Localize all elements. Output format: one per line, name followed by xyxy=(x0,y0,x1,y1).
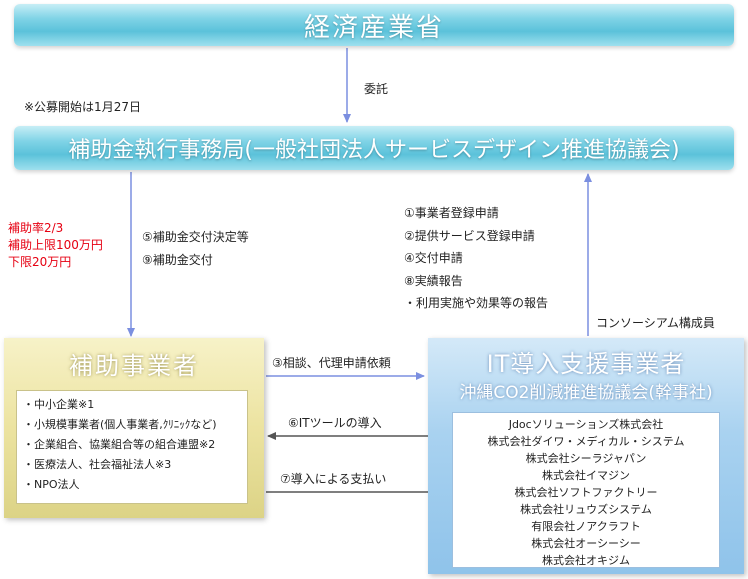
secretariat-to-recipient-labels: ⑤補助金交付決定等 ⑨補助金交付 xyxy=(142,226,249,271)
flow-label-9: ⑨補助金交付 xyxy=(142,252,213,267)
recipient-box: 補助事業者 ・中小企業※1 ・小規模事業者(個人事業者,ｸﾘﾆｯｸなど) ・企業… xyxy=(4,338,264,518)
flow-label-3: ③相談、代理申請依頼 xyxy=(272,356,391,370)
vendor-to-secretariat-labels: ①事業者登録申請 ②提供サービス登録申請 ④交付申請 ⑧実績報告 ・利用実施や効… xyxy=(404,202,548,315)
list-item: ・医療法人、社会福祉法人※3 xyxy=(23,458,172,471)
secretariat-title: 補助金執行事務局(一般社団法人サービスデザイン推進協議会) xyxy=(68,138,680,163)
ministry-title: 経済産業省 xyxy=(303,12,444,43)
ministry-banner: 経済産業省 xyxy=(14,4,734,46)
subsidy-upper-limit: 補助上限100万円 xyxy=(8,238,103,252)
flow-label-6: ⑥ITツールの導入 xyxy=(288,416,382,430)
vendor-title: IT導入支援事業者 xyxy=(486,350,686,378)
flow-label-report: ・利用実施や効果等の報告 xyxy=(404,296,549,310)
list-item: 株式会社ダイワ・メディカル・システム xyxy=(487,435,685,448)
flow-label-5: ⑤補助金交付決定等 xyxy=(142,230,249,244)
secretariat-banner: 補助金執行事務局(一般社団法人サービスデザイン推進協議会) xyxy=(14,126,734,170)
vendor-box: IT導入支援事業者 沖縄CO2削減推進協議会(幹事社) Jdocソリューションズ… xyxy=(428,338,744,574)
list-item: 株式会社オキジム xyxy=(542,554,630,567)
list-item: 株式会社ソフトファクトリー xyxy=(514,486,658,499)
vendor-subtitle: 沖縄CO2削減推進協議会(幹事社) xyxy=(459,383,713,403)
vendor-member-list: Jdocソリューションズ株式会社 株式会社ダイワ・メディカル・システム 株式会社… xyxy=(452,412,720,568)
list-item: 株式会社シーラジャパン xyxy=(525,452,647,465)
list-item: ・中小企業※1 xyxy=(23,398,95,411)
list-item: 株式会社リュウズシステム xyxy=(520,503,652,516)
subsidy-rate: 補助率2/3 xyxy=(8,221,64,235)
list-item: Jdocソリューションズ株式会社 xyxy=(508,418,664,431)
recipient-list: ・中小企業※1 ・小規模事業者(個人事業者,ｸﾘﾆｯｸなど) ・企業組合、協業組… xyxy=(16,390,248,504)
subsidy-terms: 補助率2/3 補助上限100万円 下限20万円 xyxy=(8,220,103,271)
list-item: 株式会社イマジン xyxy=(542,469,630,482)
list-item: ・NPO法人 xyxy=(23,478,80,491)
list-item: ・企業組合、協業組合等の組合連盟※2 xyxy=(23,438,216,451)
announcement-note: ※公募開始は1月27日 xyxy=(24,100,141,114)
list-item: 有限会社ノアクラフト xyxy=(531,520,641,533)
flow-label-1: ①事業者登録申請 xyxy=(404,206,499,220)
flow-label-8: ⑧実績報告 xyxy=(404,273,463,288)
recipient-title: 補助事業者 xyxy=(69,352,199,380)
subsidy-lower-limit: 下限20万円 xyxy=(8,255,72,269)
list-item: ・小規模事業者(個人事業者,ｸﾘﾆｯｸなど) xyxy=(23,418,217,431)
flow-label-4: ④交付申請 xyxy=(404,251,463,265)
flow-label-7: ⑦導入による支払い xyxy=(280,472,387,486)
commission-label: 委託 xyxy=(364,82,389,96)
consortium-label: コンソーシアム構成員 xyxy=(596,316,715,330)
flow-label-2: ②提供サービス登録申請 xyxy=(404,228,535,243)
list-item: 株式会社オーシーシー xyxy=(531,537,641,550)
